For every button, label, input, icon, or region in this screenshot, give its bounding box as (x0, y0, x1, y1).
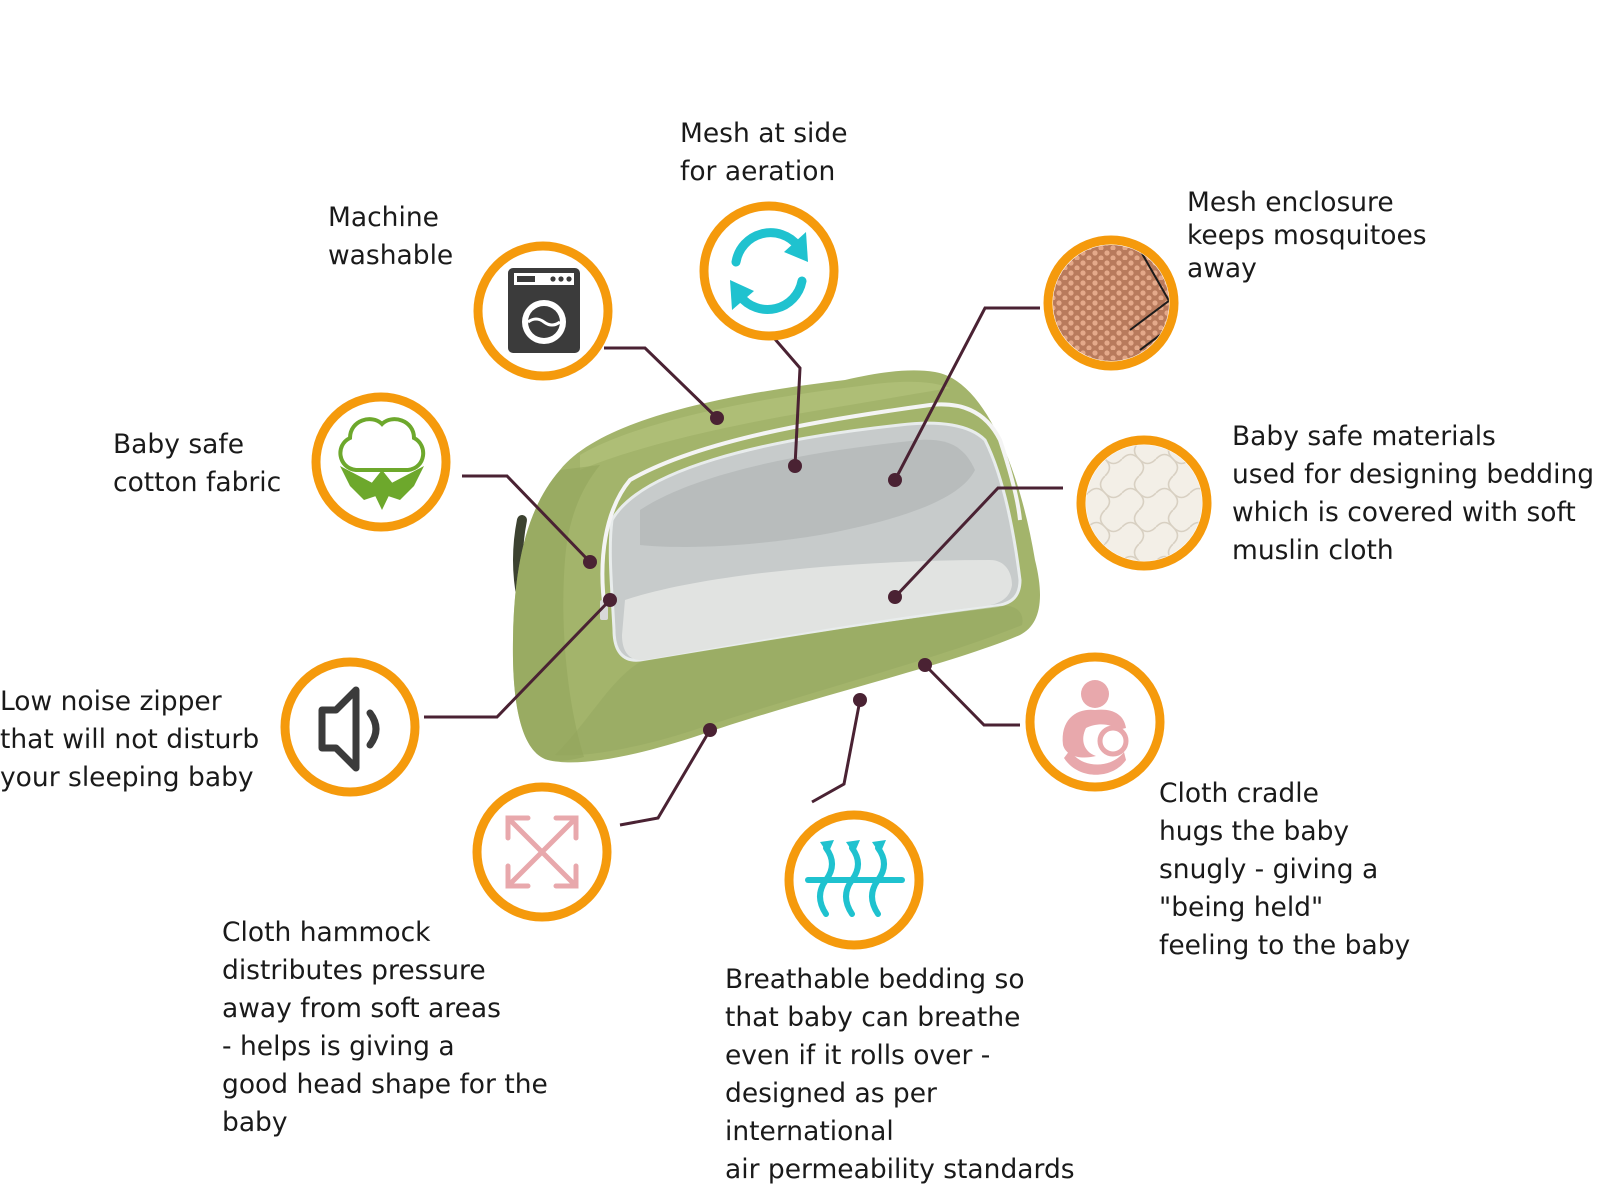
cotton-flower-icon (338, 417, 425, 510)
label-materials: Baby safe materials used for designing b… (1232, 418, 1594, 570)
refresh-arrows-icon (731, 228, 807, 314)
label-line: hugs the baby (1159, 816, 1350, 847)
label-cotton: Baby safe cotton fabric (113, 426, 281, 502)
label-line: baby (222, 1107, 288, 1138)
label-hammock: Cloth hammock distributes pressure away … (222, 914, 548, 1142)
label-line: away (1187, 253, 1257, 284)
icon-circle-mosquito (1043, 235, 1179, 371)
label-line: international (725, 1116, 894, 1147)
zipper (600, 402, 1022, 611)
label-line: cotton fabric (113, 467, 282, 498)
connector-lines (424, 306, 1063, 827)
label-line: snugly - giving a (1159, 854, 1379, 885)
label-line: away from soft areas (222, 993, 501, 1024)
expand-arrows-icon (505, 815, 579, 889)
label-line: designed as per (725, 1078, 937, 1109)
washing-machine-icon (508, 268, 580, 353)
icon-circle-cotton (311, 392, 451, 532)
icon-circle-zipper (280, 657, 420, 797)
label-line: - helps is giving a (222, 1031, 455, 1062)
label-line: muslin cloth (1232, 535, 1394, 566)
label-line: "being held" (1159, 892, 1324, 923)
label-aeration: Mesh at side for aeration (680, 115, 848, 191)
quilted-fabric-icon (1086, 445, 1202, 561)
label-line: which is covered with soft (1232, 497, 1576, 528)
label-line: your sleeping baby (0, 762, 254, 793)
label-line: Baby safe materials (1232, 421, 1496, 452)
label-line: for aeration (680, 156, 836, 187)
speaker-low-volume-icon (318, 686, 380, 772)
icon-circle-cradle (1025, 652, 1165, 792)
label-line: good head shape for the (222, 1069, 548, 1100)
label-line: Baby safe (113, 429, 245, 460)
icon-circle-hammock (472, 782, 612, 922)
label-line: that will not disturb (0, 724, 260, 755)
label-line: Cloth cradle (1159, 778, 1319, 809)
label-breathable: Breathable bedding so that baby can brea… (725, 961, 1075, 1189)
label-line: distributes pressure (222, 955, 486, 986)
mesh-net-icon (1053, 245, 1169, 361)
label-mosquito: Mesh enclosure keeps mosquitoes away (1187, 186, 1427, 285)
label-line: Machine (328, 202, 439, 233)
icon-circle-washable (473, 241, 613, 381)
holding-baby-icon (1062, 680, 1129, 775)
label-line: washable (328, 240, 454, 271)
baby-bed-illustration (512, 370, 1040, 763)
icon-circle-aeration (699, 201, 839, 341)
label-line: Low noise zipper (0, 686, 222, 717)
label-line: Breathable bedding so (725, 964, 1025, 995)
label-line: Mesh enclosure (1187, 187, 1394, 218)
icon-circle-materials (1076, 435, 1212, 571)
label-line: air permeability standards (725, 1154, 1075, 1185)
label-line: Mesh at side (680, 118, 848, 149)
label-washable: Machine washable (328, 199, 453, 275)
label-cradle: Cloth cradle hugs the baby snugly - givi… (1159, 775, 1410, 965)
label-zipper: Low noise zipper that will not disturb y… (0, 683, 259, 797)
label-line: even if it rolls over - (725, 1040, 991, 1071)
breathable-waves-icon (805, 845, 905, 917)
icon-circle-breathable (784, 810, 924, 950)
connector-dots (583, 411, 932, 737)
label-line: that baby can breathe (725, 1002, 1021, 1033)
label-line: Cloth hammock (222, 917, 431, 948)
label-line: used for designing bedding (1232, 459, 1595, 490)
label-line: feeling to the baby (1159, 930, 1411, 961)
label-line: keeps mosquitoes (1187, 220, 1427, 251)
